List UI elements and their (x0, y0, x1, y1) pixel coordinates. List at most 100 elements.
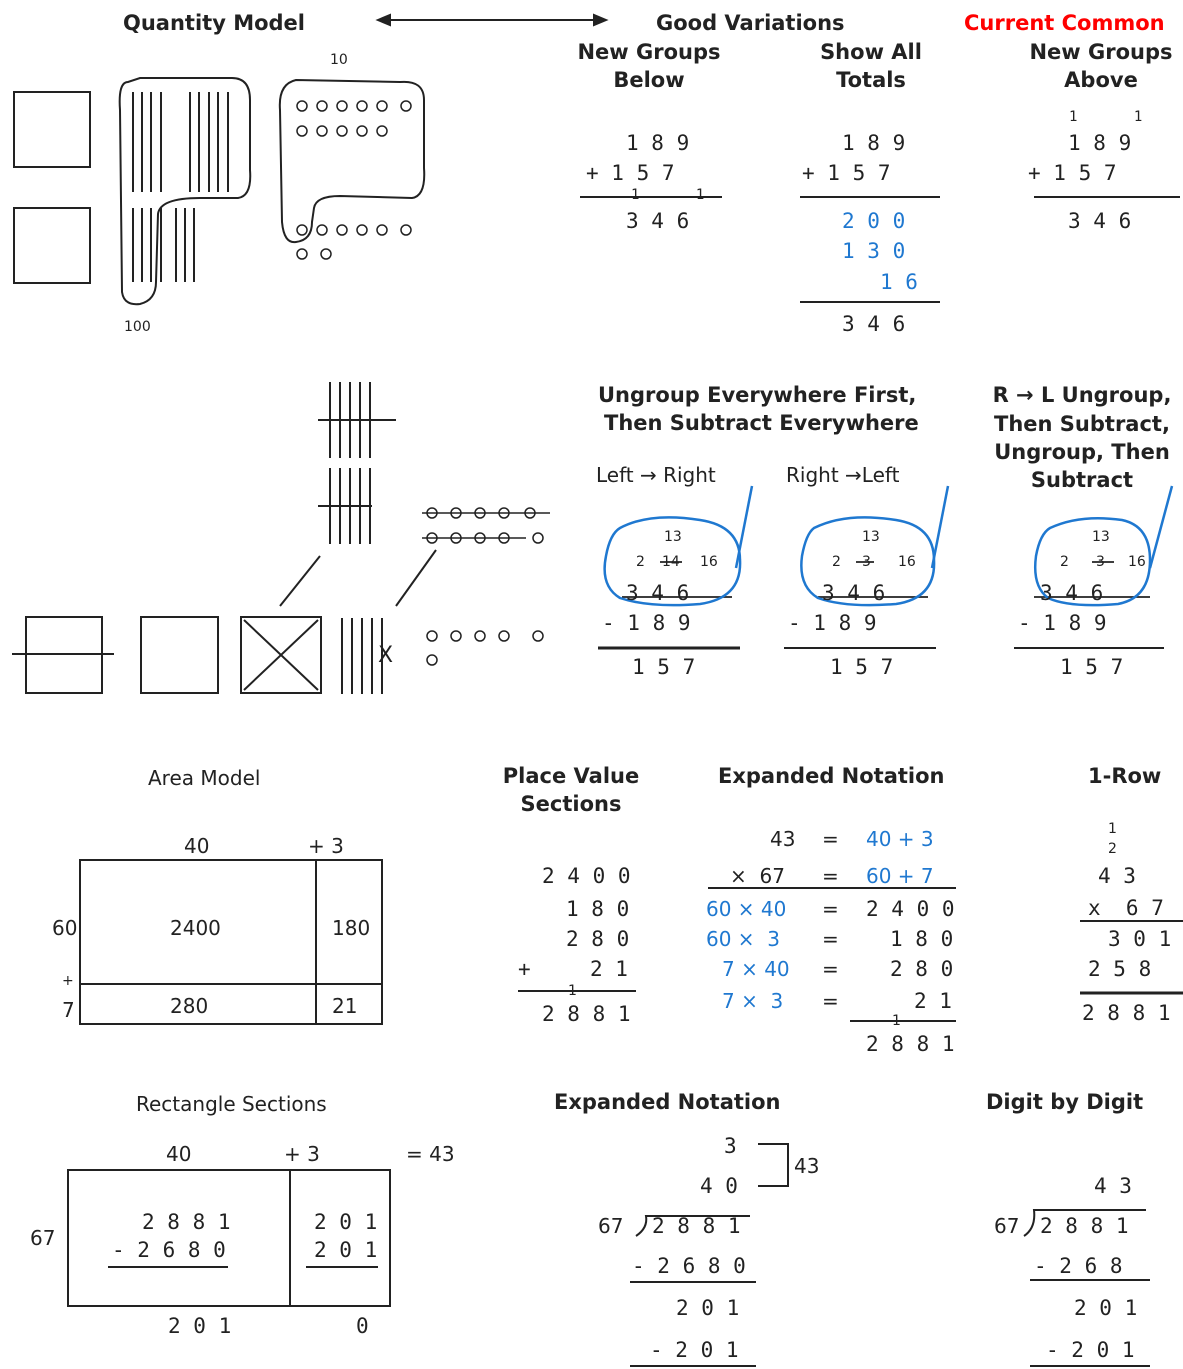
sum: 3 4 6 (626, 211, 689, 232)
partial-product: 1 8 0 (566, 899, 629, 920)
regroup-tens-ungrouped: 14 (662, 555, 680, 569)
quotient-tens: 40 (166, 1144, 191, 1164)
rl-ungroup-line-4: Subtract (982, 470, 1182, 491)
partial-quotient: 4 0 (700, 1176, 738, 1197)
hundred-label: 100 (124, 320, 151, 334)
regroup-ones (422, 508, 550, 665)
product: 2 8 8 1 (1082, 1003, 1171, 1024)
dividend: 2 8 8 1 (142, 1212, 231, 1233)
term-value: 2 1 (914, 991, 952, 1012)
quotient: 4 3 (1094, 1176, 1132, 1197)
addend-1: 1 8 9 (1068, 133, 1131, 154)
area-side-tens: 60 (52, 918, 77, 938)
partial-sum-hundreds: 2 0 0 (842, 211, 905, 232)
expanded-notation-title: Expanded Notation (718, 766, 945, 787)
carry-marks: 1 1 (631, 188, 728, 202)
sum: 3 4 6 (1068, 211, 1131, 232)
remainder: 2 0 1 (676, 1298, 739, 1319)
plus-sign: + (518, 959, 531, 980)
area-cell-180: 180 (332, 918, 370, 938)
partial-product: 2 4 0 0 (542, 866, 631, 887)
factor-2: x 6 7 (1088, 898, 1164, 919)
rl-ungroup-line-2: Then Subtract, (982, 414, 1182, 435)
remainder: 2 0 1 (1074, 1298, 1137, 1319)
regroup-ones: 16 (1128, 555, 1146, 569)
regroup-hundreds: 2 (636, 555, 645, 569)
ungroup-first-subtitle: Then Subtract Everywhere (604, 413, 919, 434)
term: 7 × 40 (722, 959, 790, 979)
subtracted: 2 0 1 (314, 1240, 377, 1261)
addend-2: + 1 5 7 (802, 163, 891, 184)
regroup-ones: 16 (898, 555, 916, 569)
dividend: 2 8 8 1 (652, 1216, 741, 1237)
hundred-square (14, 92, 90, 167)
factor-2: × 67 (730, 866, 785, 886)
quotient-ones: + 3 (284, 1144, 320, 1164)
minuend: 3 4 6 (822, 583, 885, 604)
carry-mark: 1 (892, 1014, 901, 1028)
difference: 1 5 7 (830, 657, 893, 678)
regroup-tens: 13 (862, 530, 880, 544)
final-remainder: 0 (356, 1316, 369, 1337)
new-groups-above-subtitle: Above (1026, 70, 1176, 91)
carry-mark: 1 (1108, 822, 1117, 836)
show-all-totals-subtitle: Totals (796, 70, 946, 91)
ungroup-first-title: Ungroup Everywhere First, (598, 385, 916, 406)
term-value: 2 8 0 (890, 959, 953, 980)
place-value-subtitle: Sections (496, 794, 646, 815)
factor-1: 43 (770, 829, 795, 849)
carry-marks: 1 1 (1069, 110, 1166, 124)
good-variations-title: Good Variations (656, 13, 845, 34)
subtrahend: - 1 8 9 (602, 613, 691, 634)
area-cell-280: 280 (170, 996, 208, 1016)
partial-quotient: 3 (724, 1136, 737, 1157)
current-common-title: Current Common (964, 13, 1165, 34)
regroup-tens: 13 (664, 530, 682, 544)
addend-2: + 1 5 7 (586, 163, 675, 184)
factor-2-expanded: 60 + 7 (866, 866, 934, 886)
remainder: 2 0 1 (168, 1316, 231, 1337)
expanded-division-title: Expanded Notation (554, 1092, 781, 1113)
new-groups-above-title: New Groups (1026, 42, 1176, 63)
regroup-tens-ungrouped: 3 (1096, 555, 1105, 569)
partial-product: 2 1 (590, 959, 628, 980)
area-cell-2400: 2400 (170, 918, 221, 938)
regroup-picture (12, 382, 436, 694)
ten-sticks (133, 92, 228, 282)
right-left-label: Right →Left (786, 465, 899, 485)
dividend: 2 8 8 1 (1040, 1216, 1129, 1237)
factor-1-expanded: 40 + 3 (866, 829, 934, 849)
subtracted: - 2 6 8 (1034, 1256, 1123, 1277)
divisor: 67 (30, 1228, 55, 1248)
equals: = (822, 929, 839, 949)
divisor: 67 (994, 1216, 1019, 1236)
one-row-title: 1-Row (1088, 766, 1161, 787)
difference: 1 5 7 (632, 657, 695, 678)
sum: 3 4 6 (842, 314, 905, 335)
rl-ungroup-line-3: Ungroup, Then (982, 442, 1182, 463)
new-groups-below-subtitle: Below (574, 70, 724, 91)
rect-sections-title: Rectangle Sections (136, 1094, 327, 1114)
quotient-bracket (758, 1144, 788, 1186)
carry-mark: 2 (1108, 842, 1117, 856)
new-groups-below-title: New Groups (574, 42, 724, 63)
area-model-title: Area Model (148, 768, 260, 788)
partial-product: 2 8 0 (566, 929, 629, 950)
minuend: 3 4 6 (1040, 583, 1103, 604)
quotient-total: = 43 (406, 1144, 455, 1164)
partial-sum-ones: 1 6 (880, 272, 918, 293)
quantity-model-title: Quantity Model (123, 13, 305, 34)
equals: = (822, 991, 839, 1011)
subtracted: - 2 0 1 (650, 1340, 739, 1361)
equals: = (822, 866, 839, 886)
area-cell-21: 21 (332, 996, 357, 1016)
regroup-tens: 13 (1092, 530, 1110, 544)
ten-loop (280, 80, 424, 242)
remainder: 2 0 1 (314, 1212, 377, 1233)
equals: = (822, 959, 839, 979)
subtracted: - 2 6 8 0 (632, 1256, 746, 1277)
quotient-total: 43 (794, 1156, 819, 1176)
regroup-ones: 16 (700, 555, 718, 569)
equals: = (822, 899, 839, 919)
area-top-tens: 40 (184, 836, 209, 856)
